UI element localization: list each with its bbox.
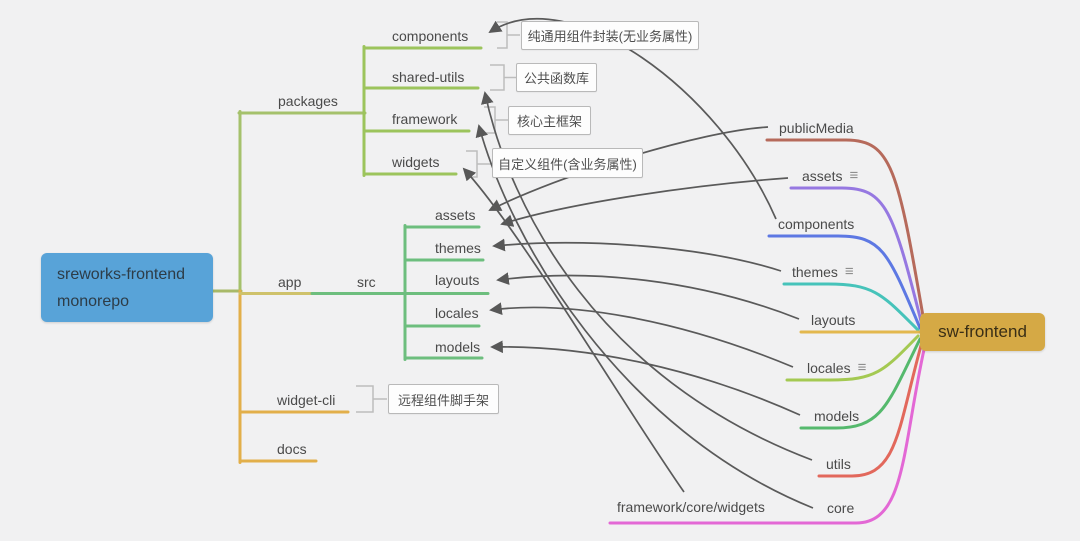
topic-widget-cli[interactable]: widget-cli — [277, 392, 336, 408]
topic-docs[interactable]: docs — [277, 441, 307, 457]
branch-r-assets — [789, 186, 924, 327]
branch-r-core — [608, 343, 927, 525]
root-node-title-line2: monorepo — [57, 293, 130, 310]
topic-components[interactable]: components — [392, 28, 469, 44]
topic-src-themes[interactable]: themes — [435, 240, 481, 256]
callout-bracket-framework — [484, 106, 508, 134]
notes-icon[interactable] — [858, 362, 867, 374]
topic-framework[interactable]: framework — [392, 111, 458, 127]
relation-utils-to-shared-utils[interactable] — [481, 91, 813, 461]
relation-models-to-models[interactable] — [490, 340, 801, 416]
topic-src-assets[interactable]: assets — [435, 207, 476, 223]
root-node-sreworks-frontend-monorepo[interactable]: sreworks-frontend monorepo — [41, 253, 213, 322]
callout-note-framework[interactable]: 核心主框架 — [508, 106, 591, 135]
topic-packages[interactable]: packages — [278, 93, 338, 109]
callout-bracket-widget-cli — [356, 385, 387, 413]
callout-note-shared-utils[interactable]: 公共函数库 — [516, 63, 597, 92]
root-node-title-line1: sreworks-frontend — [57, 266, 186, 283]
relation-components-to-components[interactable] — [488, 18, 777, 220]
topic-r-layouts[interactable]: layouts — [811, 312, 856, 328]
topic-r-core[interactable]: core — [827, 500, 855, 516]
topic-framework-core-widgets[interactable]: framework/core/widgets — [617, 499, 765, 515]
branch-publicmedia — [765, 138, 926, 324]
relation-fcw-to-widgets[interactable] — [462, 167, 685, 493]
topic-r-locales[interactable]: locales — [807, 359, 866, 377]
topic-r-utils[interactable]: utils — [826, 456, 851, 472]
topic-src-layouts[interactable]: layouts — [435, 272, 480, 288]
callout-bracket-shared-utils — [490, 64, 516, 91]
relation-locales-to-locales[interactable] — [489, 302, 794, 368]
topic-widgets[interactable]: widgets — [392, 154, 440, 170]
topic-r-components[interactable]: components — [778, 216, 855, 232]
topic-shared-utils[interactable]: shared-utils — [392, 69, 465, 85]
branch-r-components — [767, 234, 922, 330]
relation-core-to-framework[interactable] — [475, 124, 814, 509]
callout-note-widget-cli[interactable]: 远程组件脚手架 — [388, 384, 499, 414]
topic-r-themes[interactable]: themes — [792, 263, 854, 281]
topic-src-locales[interactable]: locales — [435, 305, 479, 321]
sw-node-title: sw-frontend — [938, 322, 1027, 341]
notes-icon[interactable] — [849, 170, 858, 182]
relation-assets-to-assets[interactable] — [500, 177, 789, 227]
topic-src-models[interactable]: models — [435, 339, 481, 355]
branch-r-locales — [785, 334, 920, 382]
branch-r-themes — [782, 282, 920, 332]
topic-r-models[interactable]: models — [814, 408, 860, 424]
node-sw-frontend[interactable]: sw-frontend — [920, 313, 1045, 351]
callout-note-widgets[interactable]: 自定义组件(含业务属性) — [492, 148, 643, 178]
branch-r-models — [799, 337, 922, 430]
callout-note-components[interactable]: 纯通用组件封装(无业务属性) — [521, 21, 699, 50]
notes-icon[interactable] — [845, 266, 854, 278]
relation-layouts-to-layouts[interactable] — [496, 272, 800, 320]
topic-r-assets[interactable]: assets — [802, 167, 858, 185]
branch-r-utils — [817, 340, 924, 478]
topic-app[interactable]: app — [278, 274, 302, 290]
topic-publicmedia[interactable]: publicMedia — [779, 120, 854, 136]
topic-src[interactable]: src — [357, 274, 376, 290]
